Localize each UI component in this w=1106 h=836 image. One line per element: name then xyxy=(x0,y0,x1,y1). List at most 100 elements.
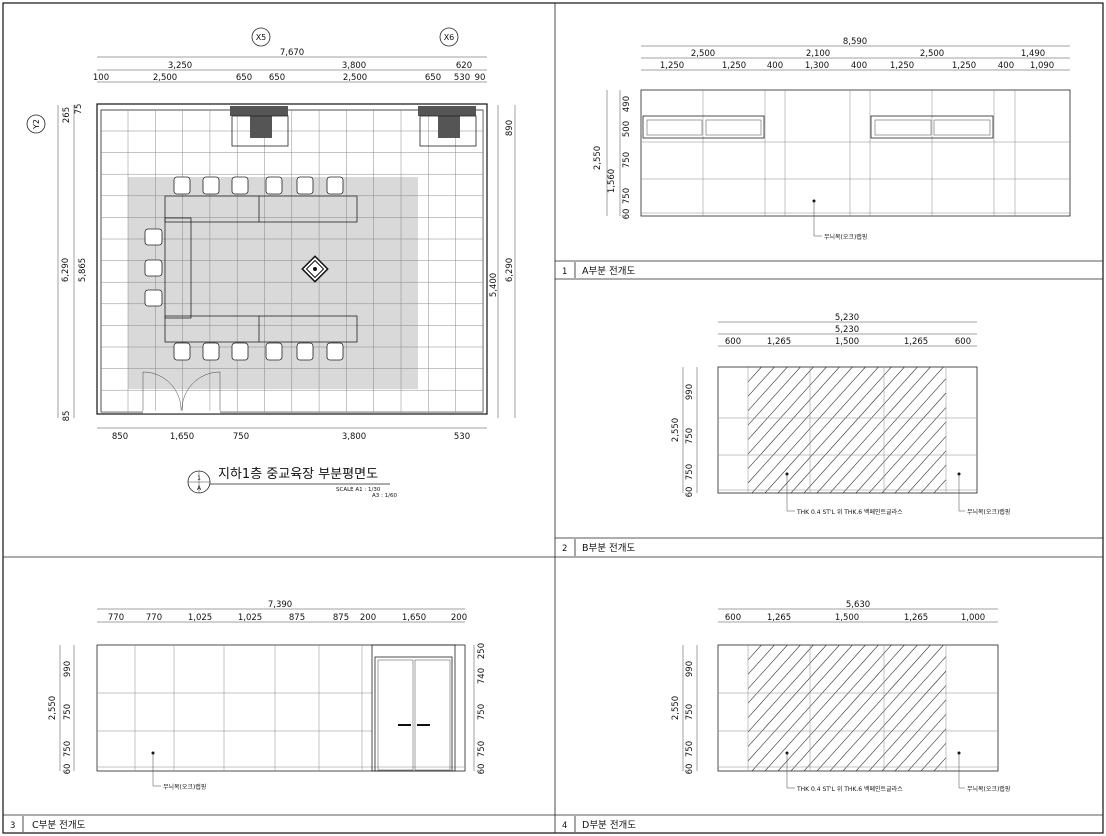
plan-scale: A3 : 1/60 xyxy=(372,493,397,499)
dim-label: 400 xyxy=(767,61,783,71)
dim-label: 890 xyxy=(505,120,515,136)
dim-label: 750 xyxy=(477,704,487,720)
dim-label: 2,550 xyxy=(593,146,603,170)
dim-label: 740 xyxy=(477,668,487,684)
double-door xyxy=(371,644,456,772)
dim-label: 85 xyxy=(62,411,72,422)
chairs xyxy=(144,176,344,361)
elevation-b: 5,230 5,230 600 1,265 1,500 1,265 600 2,… xyxy=(671,313,1010,516)
wall-outline xyxy=(96,644,466,772)
dim-label: 750 xyxy=(685,464,695,480)
grid-bubble-x5: X5 xyxy=(251,27,271,47)
dim-label: 620 xyxy=(456,61,472,71)
dim-label: 6,290 xyxy=(505,258,515,282)
dim-label: 1,090 xyxy=(1030,61,1054,71)
door-swing xyxy=(142,371,221,414)
elevation-title: C부분 전개도 xyxy=(32,820,86,831)
dim-label: 2,550 xyxy=(671,418,681,442)
title-strip-2: 2 B부분 전개도 xyxy=(562,539,635,556)
dim-label: 990 xyxy=(63,661,73,677)
dim-label: 875 xyxy=(333,613,349,623)
dim-label: 5,865 xyxy=(78,258,88,282)
dim-label: 265 xyxy=(62,107,72,123)
dim-label: 5,630 xyxy=(846,600,870,610)
dim-label: 3,250 xyxy=(168,61,192,71)
dim-label: 1,250 xyxy=(890,61,914,71)
dim-label: 2,550 xyxy=(48,696,58,720)
svg-text:1: 1 xyxy=(197,475,201,482)
dim-label: 1,490 xyxy=(1021,49,1045,59)
dim-label: 75 xyxy=(74,104,84,115)
dim-label: 400 xyxy=(998,61,1014,71)
elevation-number: 2 xyxy=(562,544,567,554)
dim-label: 1,265 xyxy=(904,613,928,623)
dim-label: 400 xyxy=(851,61,867,71)
svg-text:X6: X6 xyxy=(444,33,455,42)
title-strip-4: 4 D부분 전개도 xyxy=(562,816,636,832)
title-strip-1: 1 A부분 전개도 xyxy=(562,262,635,278)
dim-label: 1,500 xyxy=(835,337,859,347)
windows xyxy=(642,115,994,139)
wall-outline xyxy=(640,89,1071,217)
dim-label: 770 xyxy=(108,613,124,623)
dim-label: 750 xyxy=(622,188,632,204)
dim-label: 60 xyxy=(685,764,695,775)
dim-label: 750 xyxy=(685,741,695,757)
dim-label: 1,265 xyxy=(904,337,928,347)
material-note: 무늬목(오크)랩핑 xyxy=(967,785,1010,793)
dim-label: 3,800 xyxy=(342,432,366,442)
dim-label: 1,265 xyxy=(767,337,791,347)
dim-label: 1,650 xyxy=(402,613,426,623)
floor-tile-grid xyxy=(101,110,484,413)
dim-label: 1,500 xyxy=(835,613,859,623)
plan-scale: SCALE A1 : 1/30 xyxy=(336,487,381,493)
dim-label: 1,025 xyxy=(238,613,262,623)
dim-label: 990 xyxy=(685,661,695,677)
dim-label: 1,300 xyxy=(805,61,829,71)
dim-label: 2,500 xyxy=(343,73,367,83)
elevation-title: A부분 전개도 xyxy=(582,266,635,277)
dim-label: 60 xyxy=(685,487,695,498)
dim-label: 100 xyxy=(93,73,109,83)
dim-label: 5,230 xyxy=(835,313,859,323)
elevation-title: B부분 전개도 xyxy=(582,543,635,554)
wall-outline xyxy=(717,366,978,494)
dim-label: 530 xyxy=(454,432,470,442)
material-note: 무늬목(오크)랩핑 xyxy=(824,233,867,241)
plan-dims-bottom: 850 1,650 750 3,800 530 xyxy=(97,427,487,442)
dim-label: 490 xyxy=(622,96,632,112)
elevation-d: 5,630 600 1,265 1,500 1,265 1,000 2,550 … xyxy=(671,600,1010,793)
dim-label: 60 xyxy=(477,764,487,775)
dim-label: 750 xyxy=(63,704,73,720)
dim-label: 7,390 xyxy=(268,600,292,610)
wall-panel-lines xyxy=(641,90,1070,216)
center-marker xyxy=(301,255,329,283)
dim-label: 750 xyxy=(477,741,487,757)
dim-label: 2,500 xyxy=(920,49,944,59)
elevation-title: D부분 전개도 xyxy=(582,820,636,831)
dim-label: 600 xyxy=(725,337,741,347)
elevation-number: 4 xyxy=(562,821,567,831)
plan-title-block: 1 A 지하1층 중교육장 부분평면도 SCALE A1 : 1/30 A3 :… xyxy=(187,467,397,499)
plan-dims-top: 7,670 3,250 3,800 620 100 2,500 650 650 … xyxy=(93,48,487,83)
dim-label: 650 xyxy=(425,73,441,83)
conference-table xyxy=(164,195,358,343)
dim-label: 750 xyxy=(622,152,632,168)
dim-label: 875 xyxy=(289,613,305,623)
svg-text:Y2: Y2 xyxy=(32,119,41,130)
svg-text:X5: X5 xyxy=(256,33,267,42)
plan-title: 지하1층 중교육장 부분평면도 xyxy=(218,467,378,482)
dim-label: 2,550 xyxy=(671,696,681,720)
dim-label: 1,650 xyxy=(170,432,194,442)
dim-label: 1,250 xyxy=(952,61,976,71)
dim-label: 60 xyxy=(63,764,73,775)
dim-label: 770 xyxy=(146,613,162,623)
elevation-number: 3 xyxy=(10,821,15,831)
material-note: 무늬목(오크)랩핑 xyxy=(967,508,1010,516)
dim-label: 530 xyxy=(454,73,470,83)
dim-label: 600 xyxy=(725,613,741,623)
title-strip-3: 3 C부분 전개도 xyxy=(10,816,86,832)
dim-label: 1,025 xyxy=(188,613,212,623)
